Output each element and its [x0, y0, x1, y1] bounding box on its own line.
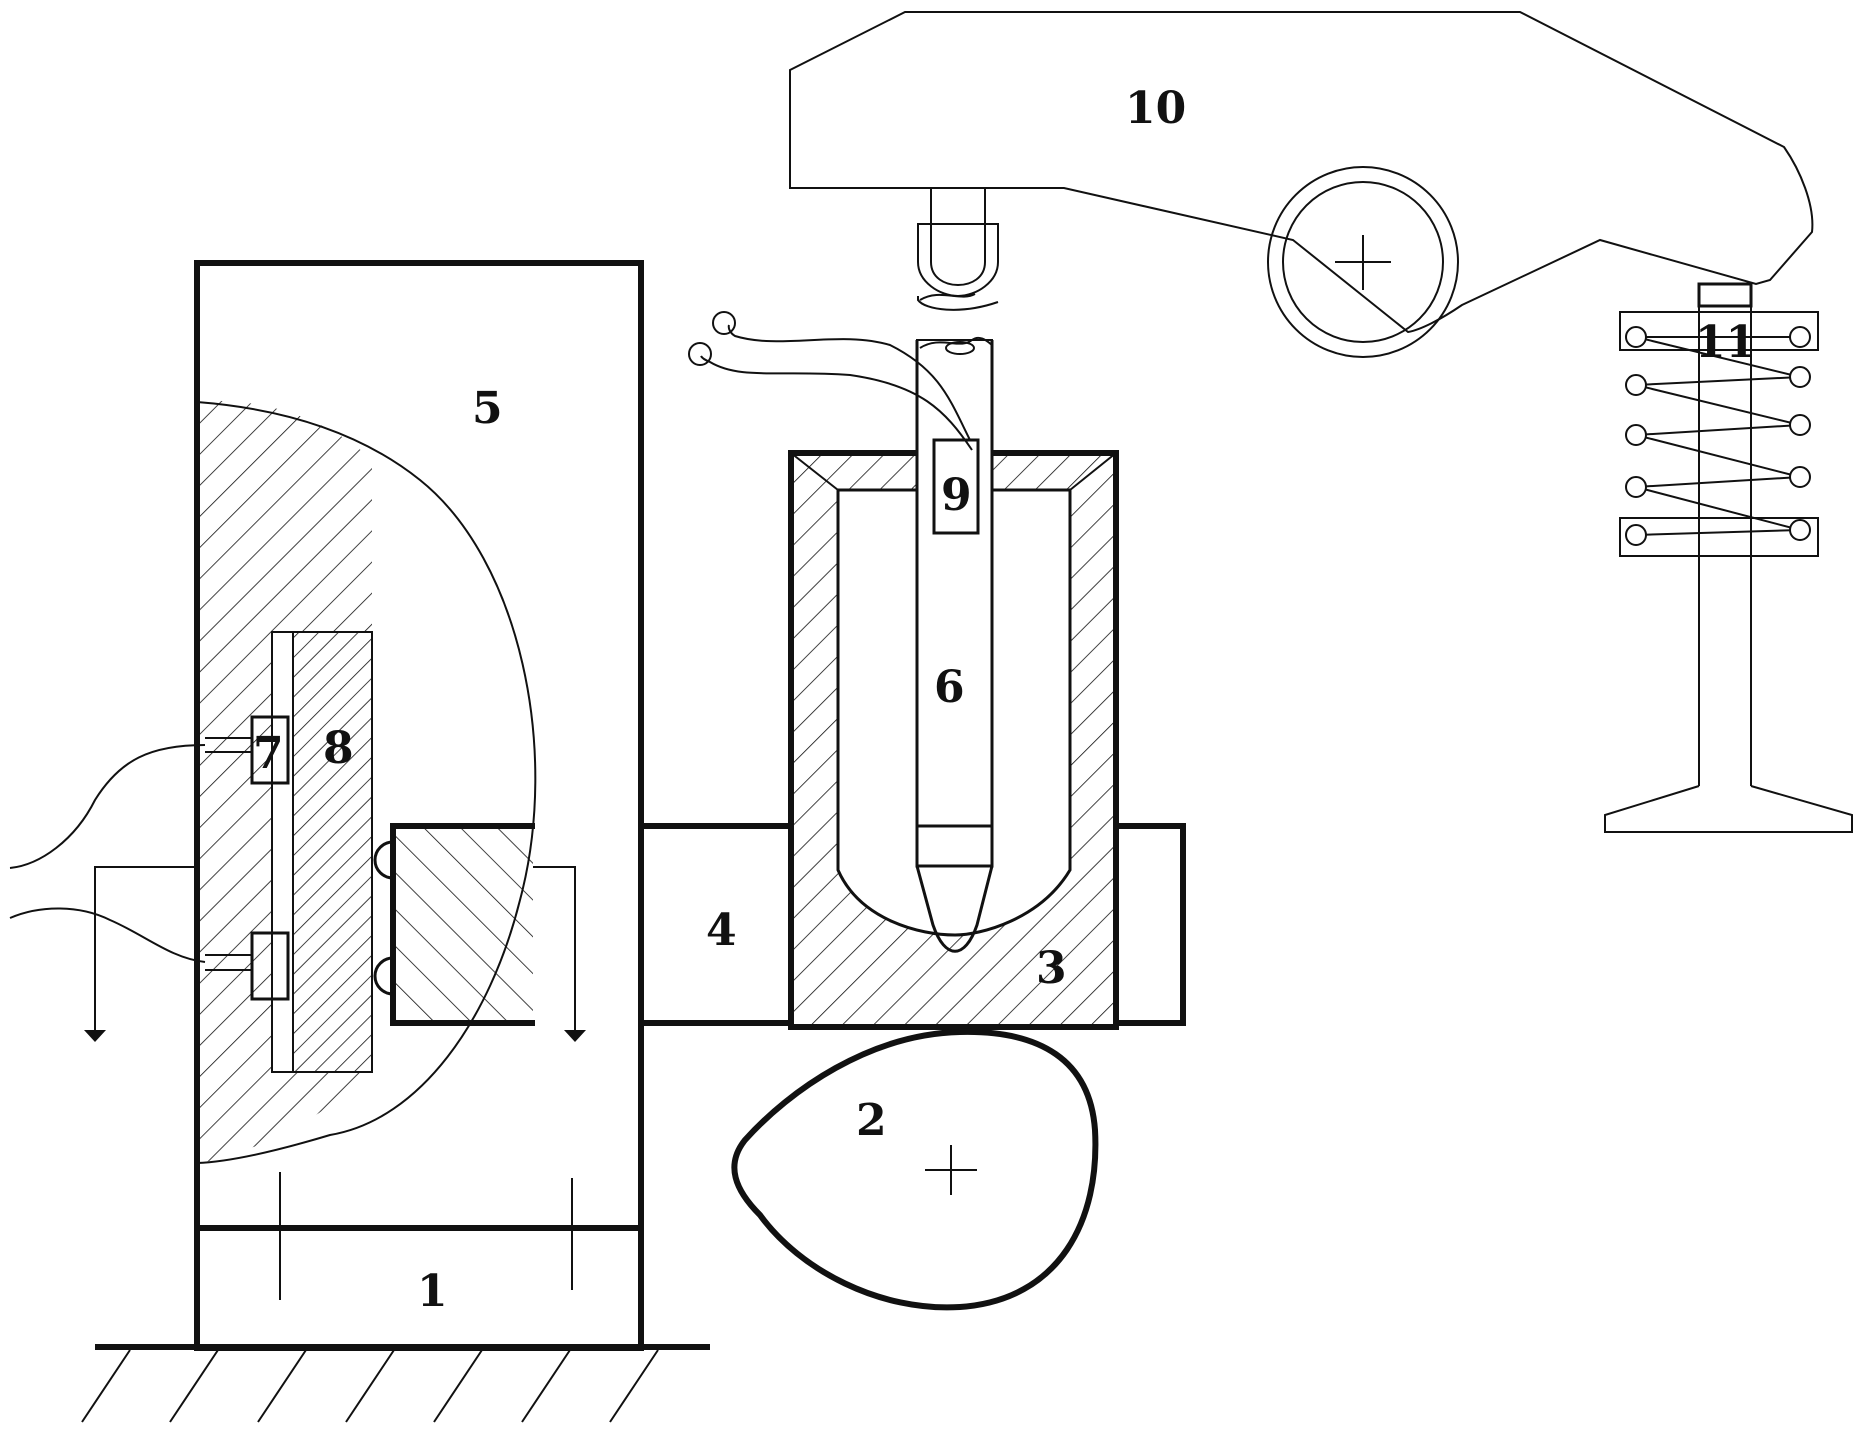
label-sensor-small: 7 — [253, 728, 284, 779]
label-base: 1 — [417, 1266, 448, 1317]
label-rocker-arm: 10 — [1125, 83, 1186, 134]
label-strain-gauge: 9 — [941, 470, 972, 521]
push-rod — [689, 312, 992, 951]
label-cam: 2 — [856, 1095, 887, 1146]
label-sensor-plate: 8 — [323, 723, 354, 774]
housing — [10, 263, 641, 1348]
cam — [734, 1032, 1095, 1307]
rocker-arm — [790, 12, 1812, 357]
label-guide-block: 4 — [706, 905, 737, 956]
label-tappet: 3 — [1036, 943, 1067, 994]
label-housing: 5 — [472, 383, 503, 434]
label-push-rod: 6 — [934, 662, 965, 713]
label-valve-spring: 11 — [1695, 317, 1756, 368]
ground — [82, 1347, 710, 1422]
